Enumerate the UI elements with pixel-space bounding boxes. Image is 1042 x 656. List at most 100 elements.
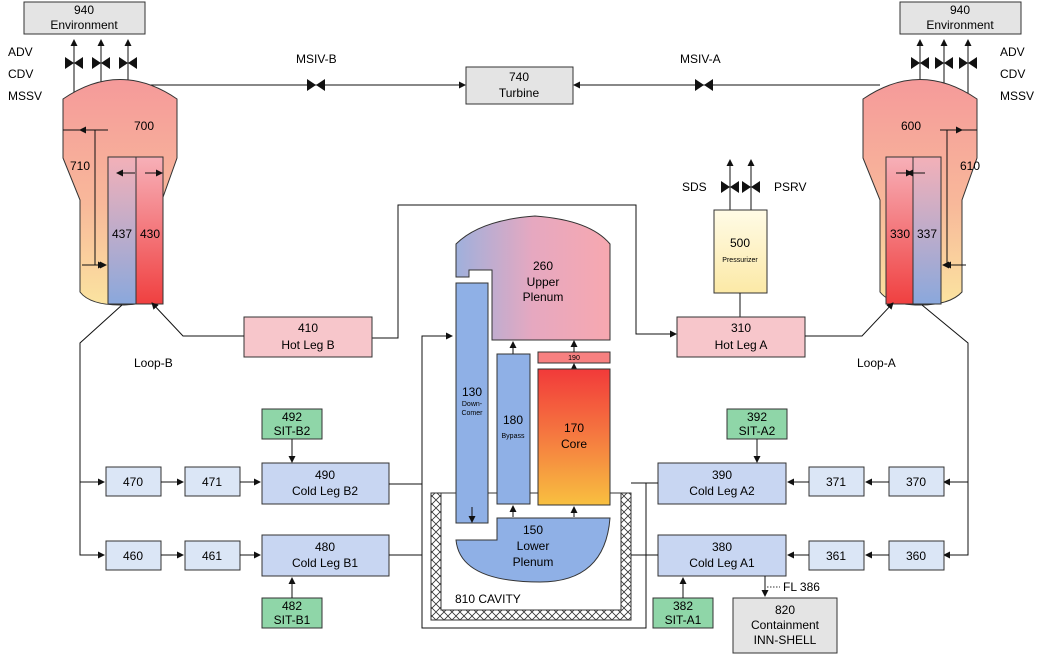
sg-a-tube-330 bbox=[885, 156, 914, 305]
core-number: 170 bbox=[564, 421, 584, 435]
msiv-b-label: MSIV-B bbox=[296, 52, 337, 66]
downcomer-number: 130 bbox=[462, 385, 482, 399]
hot-leg-a-number: 310 bbox=[731, 321, 751, 335]
sg-a-dome-label: 600 bbox=[901, 119, 921, 133]
cavity-label: 810 CAVITY bbox=[455, 592, 521, 606]
cold-leg-b2-box: 490 Cold Leg B2 bbox=[261, 462, 390, 505]
sit-b1-number: 482 bbox=[282, 599, 302, 613]
pump-a-371-label: 371 bbox=[826, 475, 846, 489]
pump-b-460-label: 460 bbox=[123, 549, 143, 563]
environment-left-number: 940 bbox=[74, 3, 94, 17]
break-flow-label: FL 386 bbox=[783, 580, 820, 594]
pump-a-370: 370 bbox=[888, 466, 945, 497]
sds-valve-icon[interactable] bbox=[721, 181, 739, 193]
cdv-right-label: CDV bbox=[1000, 67, 1025, 81]
sit-a1-box: 382 SIT-A1 bbox=[652, 597, 714, 629]
pump-b-471-label: 471 bbox=[202, 475, 222, 489]
hot-leg-b-box: 410 Hot Leg B bbox=[243, 316, 373, 358]
adv-left-label: ADV bbox=[8, 45, 33, 59]
adv-valve-right-icon[interactable] bbox=[911, 57, 929, 69]
mssv-left-label: MSSV bbox=[8, 89, 42, 103]
lower-plenum-number: 150 bbox=[523, 523, 543, 537]
pump-a-370-label: 370 bbox=[906, 475, 926, 489]
cdv-valve-icon[interactable] bbox=[92, 57, 110, 69]
cdv-left-label: CDV bbox=[8, 67, 33, 81]
cold-leg-a1-box: 380 Cold Leg A1 bbox=[657, 534, 787, 577]
hot-leg-a-name: Hot Leg A bbox=[715, 338, 768, 352]
pump-b-470-label: 470 bbox=[123, 475, 143, 489]
environment-left-box: 940 Environment bbox=[23, 1, 146, 35]
msiv-b-valve-icon[interactable] bbox=[307, 79, 325, 91]
cold-leg-b1-box: 480 Cold Leg B1 bbox=[261, 534, 390, 577]
sg-a-tube-337-label: 337 bbox=[917, 227, 937, 241]
loop-a-label: Loop-A bbox=[857, 356, 896, 370]
pump-b-460: 460 bbox=[105, 540, 162, 571]
psrv-label: PSRV bbox=[774, 180, 806, 194]
sg-a-tube-330-label: 330 bbox=[890, 227, 910, 241]
msiv-a-valve-icon[interactable] bbox=[695, 79, 713, 91]
adv-right-label: ADV bbox=[1000, 45, 1025, 59]
sit-b1-name: SIT-B1 bbox=[274, 613, 311, 627]
containment-number: 820 bbox=[775, 603, 795, 617]
cold-leg-a1-number: 380 bbox=[712, 540, 732, 554]
lower-plenum: 150 Lower Plenum bbox=[455, 517, 611, 583]
steam-line-a bbox=[573, 79, 880, 91]
cold-leg-b1-name: Cold Leg B1 bbox=[292, 556, 358, 570]
environment-left-name: Environment bbox=[50, 18, 118, 32]
psrv-valve-icon[interactable] bbox=[742, 181, 760, 193]
sg-a-tube-337 bbox=[912, 156, 942, 305]
cdv-valve-right-icon[interactable] bbox=[935, 57, 953, 69]
cold-leg-b2-number: 490 bbox=[315, 468, 335, 482]
lower-plenum-line2: Plenum bbox=[513, 555, 554, 569]
turbine-name: Turbine bbox=[499, 86, 540, 100]
core-top-number: 190 bbox=[568, 355, 580, 362]
pump-a-371: 371 bbox=[808, 466, 865, 497]
cold-leg-a2-number: 390 bbox=[712, 468, 732, 482]
containment-line2: INN-SHELL bbox=[754, 633, 817, 647]
loop-a-crossover bbox=[921, 304, 969, 559]
upper-plenum: 260 Upper Plenum bbox=[455, 215, 611, 341]
sg-a-relief-valves bbox=[911, 39, 977, 98]
environment-right-box: 940 Environment bbox=[899, 1, 1022, 35]
hot-leg-a-to-sg bbox=[805, 302, 894, 337]
sit-a2-box: 392 SIT-A2 bbox=[726, 408, 788, 440]
sg-b-tube-437-label: 437 bbox=[112, 227, 132, 241]
pump-a-360-label: 360 bbox=[906, 549, 926, 563]
sit-a2-name: SIT-A2 bbox=[739, 424, 776, 438]
loop-b-label: Loop-B bbox=[134, 356, 173, 370]
lower-plenum-line1: Lower bbox=[517, 539, 550, 553]
pressurizer-box: 500 Pressurizer bbox=[713, 209, 768, 294]
sg-b-tube-430-label: 430 bbox=[140, 227, 160, 241]
mssv-valve-right-icon[interactable] bbox=[959, 57, 977, 69]
mssv-valve-icon[interactable] bbox=[119, 57, 137, 69]
pump-b-461: 461 bbox=[184, 540, 241, 571]
downcomer: 130 Down- Comer bbox=[455, 282, 489, 524]
hot-leg-b-name: Hot Leg B bbox=[281, 338, 334, 352]
sit-a2-number: 392 bbox=[747, 410, 767, 424]
sit-a1-number: 382 bbox=[673, 599, 693, 613]
sds-label: SDS bbox=[682, 180, 707, 194]
msiv-a-label: MSIV-A bbox=[680, 52, 721, 66]
downcomer-line2: Comer bbox=[461, 410, 483, 417]
pump-b-461-label: 461 bbox=[202, 549, 222, 563]
environment-right-number: 940 bbox=[950, 3, 970, 17]
upper-plenum-number: 260 bbox=[533, 259, 553, 273]
core: 170 Core bbox=[537, 368, 611, 517]
turbine-number: 740 bbox=[509, 70, 529, 84]
pump-a-361: 361 bbox=[808, 540, 865, 571]
cold-leg-a1-name: Cold Leg A1 bbox=[689, 556, 755, 570]
adv-valve-icon[interactable] bbox=[65, 57, 83, 69]
hot-leg-path bbox=[372, 204, 677, 339]
steam-generator-b bbox=[62, 79, 178, 306]
sg-a-downcomer-label: 610 bbox=[960, 159, 980, 173]
sit-b1-box: 482 SIT-B1 bbox=[261, 597, 323, 629]
cold-leg-a2-name: Cold Leg A2 bbox=[689, 484, 755, 498]
sg-b-tube-430 bbox=[135, 156, 164, 305]
sit-a1-name: SIT-A1 bbox=[665, 613, 702, 627]
pressurizer-name: Pressurizer bbox=[722, 257, 758, 264]
cold-leg-b1-number: 480 bbox=[315, 540, 335, 554]
pump-a-361-label: 361 bbox=[826, 549, 846, 563]
upper-plenum-line2: Plenum bbox=[523, 290, 564, 304]
pump-b-470: 470 bbox=[105, 466, 162, 497]
